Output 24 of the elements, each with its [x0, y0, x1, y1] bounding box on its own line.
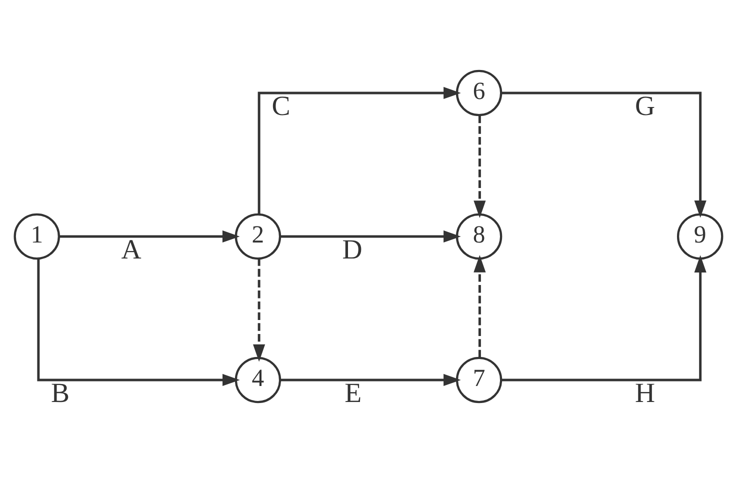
edge-label: A	[121, 234, 142, 266]
edge-label: B	[50, 378, 70, 409]
arrow	[253, 258, 266, 362]
node-circle: 7	[456, 356, 502, 403]
edge-label: D	[342, 234, 362, 266]
arrow	[501, 254, 706, 381]
edge-label: G	[635, 90, 656, 122]
node-circle: 1	[14, 212, 60, 260]
node-circle: 2	[234, 212, 282, 260]
edge-label: E	[344, 378, 362, 409]
node-circle: 4	[234, 356, 282, 403]
arrow	[37, 258, 240, 386]
edge-label: C	[272, 90, 290, 122]
arrow	[58, 230, 240, 242]
node-circle: 8	[456, 212, 502, 260]
arrow	[501, 91, 706, 218]
node-circle: 9	[676, 212, 724, 260]
arrow	[474, 114, 486, 218]
arrow	[258, 86, 461, 214]
node-circle: 6	[456, 69, 502, 116]
arrow	[280, 373, 461, 386]
edge-label: H	[635, 378, 656, 409]
arrow	[474, 254, 486, 358]
arrow	[280, 230, 461, 242]
